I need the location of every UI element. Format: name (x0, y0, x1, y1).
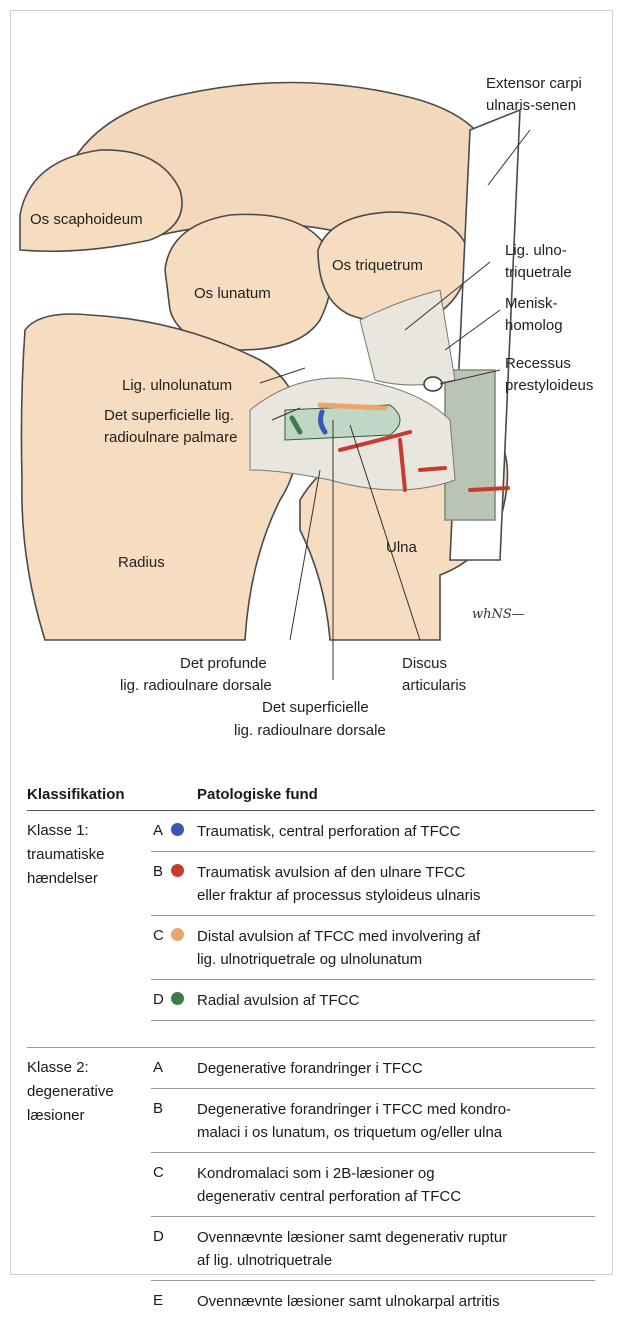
label-discus-2: articularis (402, 677, 466, 694)
label-sup-palmare-1: Det superficielle lig. (104, 407, 234, 424)
blue-dot-icon (171, 823, 184, 836)
label-os-lunatum: Os lunatum (194, 285, 271, 302)
row-code: C (153, 1162, 164, 1184)
finding-text: Ovennævnte læsioner samt ulnokarpal artr… (197, 1281, 595, 1321)
class-group: Klasse 1: traumatiske hændelser A Traumati… (27, 811, 595, 1021)
finding-text: Degenerative forandringer i TFCC med kon… (197, 1089, 595, 1152)
orange-dot-icon (171, 928, 184, 941)
finding-text: Ovennævnte læsioner samt degenerativ rup… (197, 1217, 595, 1280)
green-dot-icon (171, 992, 184, 1005)
label-recessus-1: Recessus (505, 355, 571, 372)
label-menisk-homolog-2: homolog (505, 317, 563, 334)
label-recessus-2: prestyloideus (505, 377, 593, 394)
red-dot-icon (171, 864, 184, 877)
classification-table: Klassifikation Patologiske fund Klasse 1… (27, 780, 595, 1321)
label-profunde-1: Det profunde (180, 655, 267, 672)
table-header: Klassifikation Patologiske fund (27, 780, 595, 811)
class-group: Klasse 2: degenerative læsioner A Degenera… (27, 1048, 595, 1321)
table-row: B Degenerative forandringer i TFCC med ko… (151, 1089, 595, 1153)
lesion-orange (320, 405, 385, 408)
table-row: D Radial avulsion af TFCC (151, 980, 595, 1021)
label-ecu-2: ulnaris-senen (486, 97, 576, 114)
table-row: A Degenerative forandringer i TFCC (151, 1048, 595, 1089)
artist-signature: whNS— (472, 607, 525, 622)
class-label: Klasse 1: traumatiske hændelser (27, 819, 145, 891)
finding-rows: A Traumatisk, central perforation af TFCC… (151, 811, 595, 1021)
row-code: A (153, 820, 163, 842)
finding-text: Kondromalaci som i 2B-læsioner og degene… (197, 1153, 595, 1216)
table-row: D Ovennævnte læsioner samt degenerativ ru… (151, 1217, 595, 1281)
label-ulna: Ulna (386, 539, 418, 556)
row-code: A (153, 1057, 163, 1079)
row-code: C (153, 925, 164, 947)
label-sup-palmare-2: radioulnare palmare (104, 429, 237, 446)
header-patologiske-fund: Patologiske fund (197, 786, 318, 803)
row-code: E (153, 1290, 163, 1312)
label-sup-dorsale-2: lig. radioulnare dorsale (234, 722, 386, 739)
label-lig-ulnotriquetrale-2: triquetrale (505, 264, 572, 281)
finding-text: Traumatisk avulsion af den ulnare TFCC e… (197, 852, 595, 915)
finding-text: Radial avulsion af TFCC (197, 980, 595, 1020)
os-lunatum-shape (165, 214, 331, 350)
label-os-scaphoideum: Os scaphoideum (30, 211, 143, 228)
table-row: B Traumatisk avulsion af den ulnare TFCC … (151, 852, 595, 916)
label-os-triquetrum: Os triquetrum (332, 257, 423, 274)
recessus-prestyloideus-hole (424, 377, 442, 391)
os-scaphoideum-shape (20, 150, 182, 251)
header-klassifikation: Klassifikation (27, 786, 125, 803)
table-row: C Distal avulsion af TFCC med involvering… (151, 916, 595, 980)
label-lig-ulnolunatum: Lig. ulnolunatum (122, 377, 232, 394)
finding-text: Distal avulsion af TFCC med involvering … (197, 916, 595, 979)
label-ecu-1: Extensor carpi (486, 75, 582, 92)
row-code: D (153, 1226, 164, 1248)
row-code: D (153, 989, 164, 1011)
table-row: E Ovennævnte læsioner samt ulnokarpal art… (151, 1281, 595, 1321)
row-code: B (153, 1098, 163, 1120)
class-label: Klasse 2: degenerative læsioner (27, 1056, 145, 1128)
label-discus-1: Discus (402, 655, 447, 672)
finding-rows: A Degenerative forandringer i TFCC B Degene… (151, 1048, 595, 1321)
table-row: A Traumatisk, central perforation af TFCC (151, 811, 595, 852)
label-profunde-2: lig. radioulnare dorsale (120, 677, 272, 694)
group-separator (27, 1021, 595, 1048)
label-menisk-homolog-1: Menisk- (505, 295, 558, 312)
wrist-anatomy-illustration: Extensor carpi ulnaris-senen Os scaphoid… (0, 0, 623, 760)
radius-shape (21, 314, 300, 640)
finding-text: Degenerative forandringer i TFCC (197, 1048, 595, 1088)
label-lig-ulnotriquetrale-1: Lig. ulno- (505, 242, 567, 259)
row-code: B (153, 861, 163, 883)
finding-text: Traumatisk, central perforation af TFCC (197, 811, 595, 851)
label-sup-dorsale-1: Det superficielle (262, 699, 369, 716)
table-row: C Kondromalaci som i 2B-læsioner og degen… (151, 1153, 595, 1217)
label-radius: Radius (118, 554, 165, 571)
